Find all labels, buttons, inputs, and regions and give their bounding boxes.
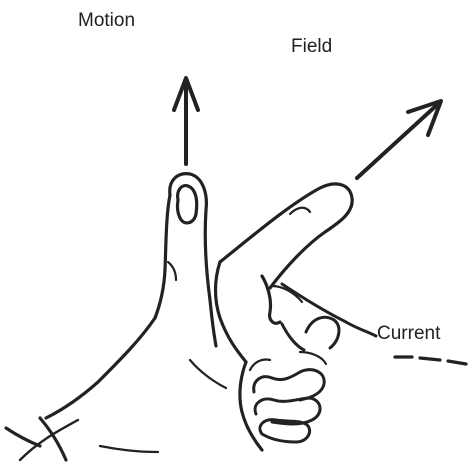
motion-label: Motion bbox=[78, 10, 135, 32]
index-finger bbox=[220, 184, 352, 323]
field-arrow bbox=[357, 101, 441, 178]
middle-finger bbox=[282, 284, 376, 350]
field-label: Field bbox=[291, 36, 332, 58]
palm-and-wrist bbox=[6, 262, 262, 460]
motion-arrow bbox=[174, 78, 198, 164]
curled-fingers bbox=[250, 352, 326, 442]
current-label: Current bbox=[377, 323, 440, 345]
current-dashed-line bbox=[395, 357, 466, 364]
thumb bbox=[155, 174, 216, 346]
